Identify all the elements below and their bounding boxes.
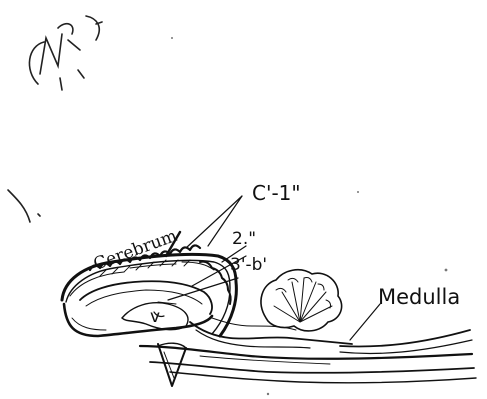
scan-specks: [171, 37, 447, 395]
label-medulla: Medulla: [378, 285, 460, 309]
label-2: 2.": [232, 229, 256, 249]
label-c1: C'-1": [252, 181, 301, 205]
label-3b: 3'-b': [230, 255, 267, 275]
handwritten-annotation: [8, 16, 102, 222]
brainstem: [140, 318, 476, 386]
corpus-callosum: [64, 281, 212, 336]
cerebellum: [261, 270, 342, 331]
leader-lines: [166, 196, 380, 340]
label-ventricle: v: [150, 307, 160, 327]
